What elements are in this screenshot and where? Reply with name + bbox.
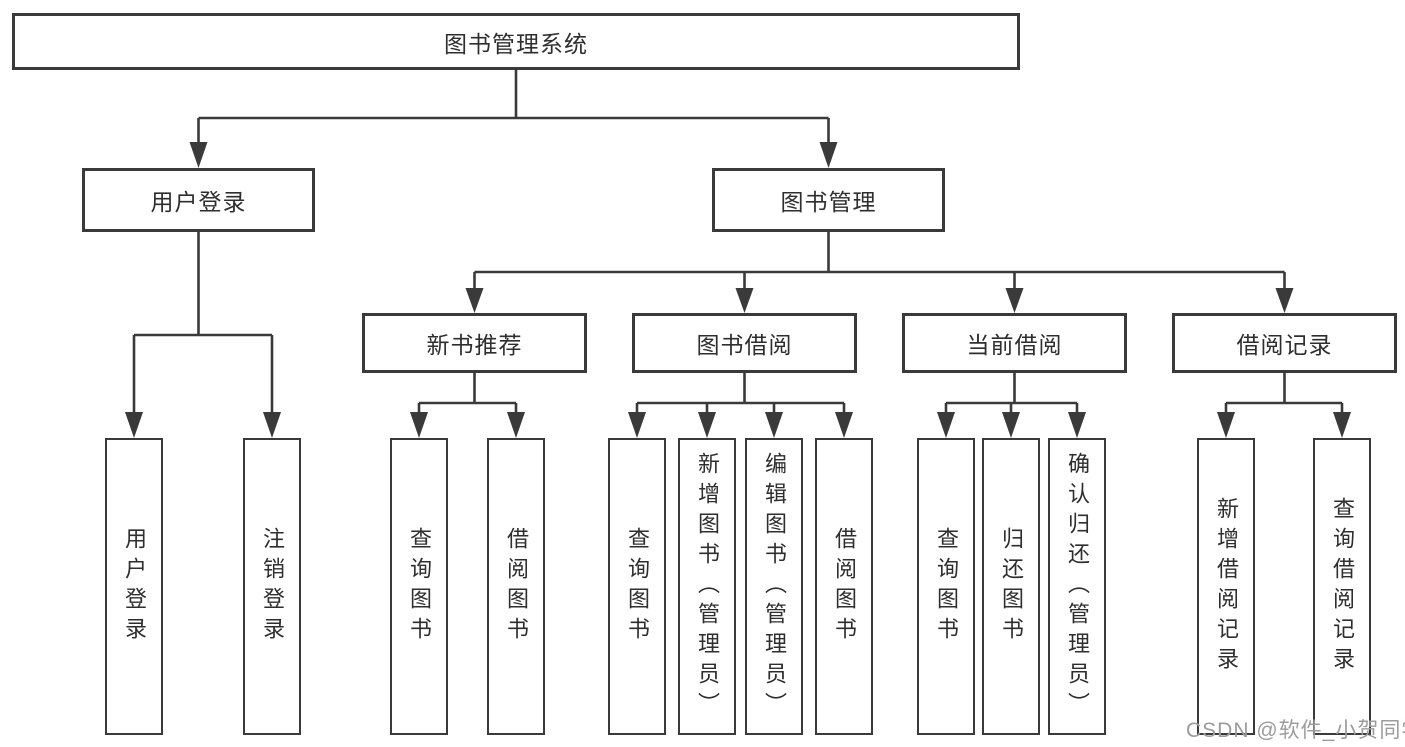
leaf-query-borrow-record: 查询借阅记录 bbox=[1313, 438, 1371, 735]
csdn-watermark: CSDN @软件_小贺同学 bbox=[1186, 719, 1405, 742]
node-library-system: 图书管理系统 bbox=[12, 13, 1020, 70]
leaf-borrow-books-borrowing-label: 借阅图书 bbox=[832, 526, 857, 647]
leaf-borrow-books-borrowing: 借阅图书 bbox=[815, 438, 873, 735]
leaf-query-books-recommend-label: 查询图书 bbox=[407, 526, 432, 647]
leaf-edit-book-admin: 编辑图书（管理员） bbox=[745, 438, 803, 735]
leaf-edit-book-admin-label: 编辑图书（管理员） bbox=[762, 451, 787, 722]
leaf-query-books-borrowing-label: 查询图书 bbox=[625, 526, 650, 647]
node-book-management: 图书管理 bbox=[712, 168, 945, 232]
leaf-logout-login: 注销登录 bbox=[243, 438, 301, 735]
node-new-book-recommend: 新书推荐 bbox=[362, 313, 587, 373]
leaf-add-borrow-record: 新增借阅记录 bbox=[1197, 438, 1255, 735]
leaf-query-books-borrowing: 查询图书 bbox=[608, 438, 666, 735]
leaf-return-book: 归还图书 bbox=[982, 438, 1040, 735]
node-borrowing-records: 借阅记录 bbox=[1172, 313, 1397, 373]
leaf-add-borrow-record-label: 新增借阅记录 bbox=[1214, 496, 1239, 677]
leaf-return-book-label: 归还图书 bbox=[999, 526, 1024, 647]
leaf-confirm-return-admin: 确认归还（管理员） bbox=[1048, 438, 1106, 735]
leaf-borrow-books-recommend: 借阅图书 bbox=[487, 438, 545, 735]
leaf-query-borrow-record-label: 查询借阅记录 bbox=[1330, 496, 1355, 677]
node-current-borrowing: 当前借阅 bbox=[902, 313, 1127, 373]
leaf-add-book-admin-label: 新增图书（管理员） bbox=[695, 451, 720, 722]
leaf-user-login-label: 用户登录 bbox=[122, 526, 147, 647]
leaf-borrow-books-recommend-label: 借阅图书 bbox=[504, 526, 529, 647]
leaf-logout-login-label: 注销登录 bbox=[260, 526, 285, 647]
leaf-query-books-recommend: 查询图书 bbox=[390, 438, 448, 735]
leaf-query-books-current-label: 查询图书 bbox=[934, 526, 959, 647]
leaf-user-login: 用户登录 bbox=[105, 438, 163, 735]
leaf-query-books-current: 查询图书 bbox=[917, 438, 975, 735]
leaf-add-book-admin: 新增图书（管理员） bbox=[678, 438, 736, 735]
node-book-borrowing: 图书借阅 bbox=[632, 313, 857, 373]
node-user-login: 用户登录 bbox=[82, 168, 315, 232]
leaf-confirm-return-admin-label: 确认归还（管理员） bbox=[1065, 451, 1090, 722]
